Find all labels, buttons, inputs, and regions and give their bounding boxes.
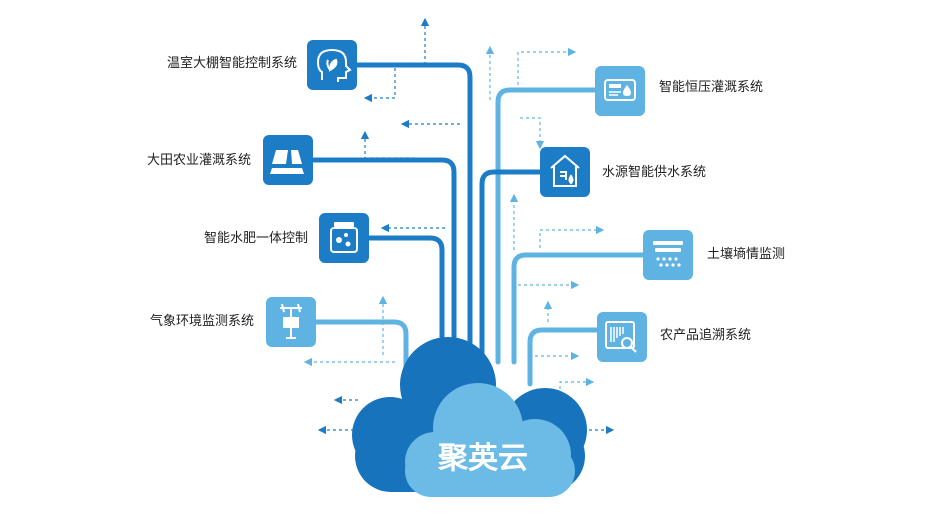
weather-station-icon (280, 303, 302, 339)
cloud-title: 聚英云 (437, 441, 528, 476)
dashed-arrow (559, 377, 595, 395)
water-house-icon (550, 154, 580, 187)
soil-sensor-icon (653, 241, 683, 267)
dashed-arrow (363, 68, 396, 103)
dashed-arrow (539, 225, 605, 248)
connector-soil-moisture (511, 252, 646, 365)
label-field-irrigation: 大田农业灌溉系统 (146, 153, 251, 168)
label-pressure-irrigation: 智能恒压灌溉系统 (659, 80, 764, 95)
tile-soil-moisture[interactable] (643, 230, 693, 280)
label-weather: 气象环境监测系统 (149, 314, 254, 329)
connector-weather (313, 319, 409, 375)
tile-water-supply[interactable] (540, 147, 590, 197)
dashed-arrow (360, 130, 415, 159)
pressure-gauge-icon (604, 79, 636, 101)
connector-water-supply (479, 169, 543, 363)
label-soil-moisture: 土壤墒情监测 (707, 247, 786, 262)
label-greenhouse: 温室大棚智能控制系统 (166, 56, 297, 71)
plant-head-icon (316, 48, 352, 82)
tile-greenhouse[interactable] (307, 40, 357, 90)
connector-pressure-irrigation (495, 87, 598, 365)
dashed-arrow (520, 117, 545, 150)
connector-traceability (527, 327, 600, 387)
cloud: 聚英云 (352, 337, 587, 497)
connector-greenhouse (354, 62, 473, 371)
tile-pressure-irrigation[interactable] (595, 66, 645, 116)
cloud-front (405, 383, 575, 497)
tile-weather[interactable] (266, 297, 316, 347)
connector-water-fertilizer (366, 235, 445, 351)
field-plots-icon (270, 150, 304, 174)
dashed-arrow (517, 47, 577, 85)
tile-field-irrigation[interactable] (263, 135, 313, 185)
tile-water-fertilizer[interactable] (319, 213, 369, 263)
connector-field-irrigation (310, 157, 457, 355)
connector-lines (310, 62, 646, 387)
label-traceability: 农产品追溯系统 (660, 328, 752, 343)
fertilizer-tank-icon (330, 222, 358, 253)
label-water-supply: 水源智能供水系统 (602, 165, 707, 180)
barcode-search-icon (605, 321, 637, 353)
tile-traceability[interactable] (597, 312, 647, 362)
label-water-fertilizer: 智能水肥一体控制 (203, 231, 308, 246)
